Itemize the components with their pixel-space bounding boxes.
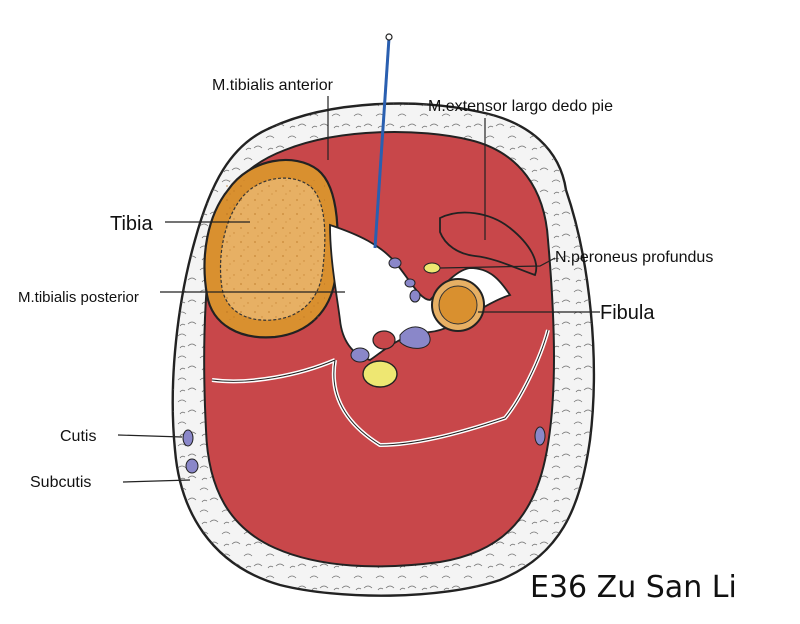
label-fibula: Fibula	[600, 302, 655, 324]
septum-outline	[211, 329, 549, 446]
label-peroneus: N.peroneus profundus	[555, 249, 713, 266]
cutis-vein-left	[182, 429, 194, 447]
tibia-speckle	[225, 180, 325, 320]
label-extensor: M.extensor largo dedo pie	[428, 98, 613, 115]
subcutis-vein-left	[185, 458, 199, 474]
vein-4	[350, 347, 370, 363]
nerve-tibialis	[362, 360, 398, 388]
vein-5	[399, 326, 431, 349]
lead-peroneus	[439, 257, 556, 269]
label-subcutis: Subcutis	[30, 474, 91, 491]
needle	[373, 37, 391, 249]
nerve-peroneus	[423, 262, 441, 274]
label-tibialis-posterior: M.tibialis posterior	[18, 289, 139, 306]
vein-2	[404, 278, 416, 288]
label-tibia: Tibia	[110, 213, 153, 235]
diagram-title: E36 Zu San Li	[530, 570, 737, 605]
extensor-muscle	[439, 211, 538, 277]
vein-right	[534, 426, 546, 446]
septum-white	[329, 223, 512, 361]
vein-1	[388, 257, 402, 269]
vein-3	[409, 289, 421, 303]
label-tibialis-anterior: M.tibialis anterior	[212, 77, 334, 94]
lead-cutis	[117, 434, 183, 438]
artery-1	[372, 330, 396, 350]
needle-handle	[385, 33, 393, 41]
lead-subcutis	[122, 479, 191, 483]
fibula-marrow	[438, 285, 478, 325]
label-cutis: Cutis	[60, 428, 96, 445]
